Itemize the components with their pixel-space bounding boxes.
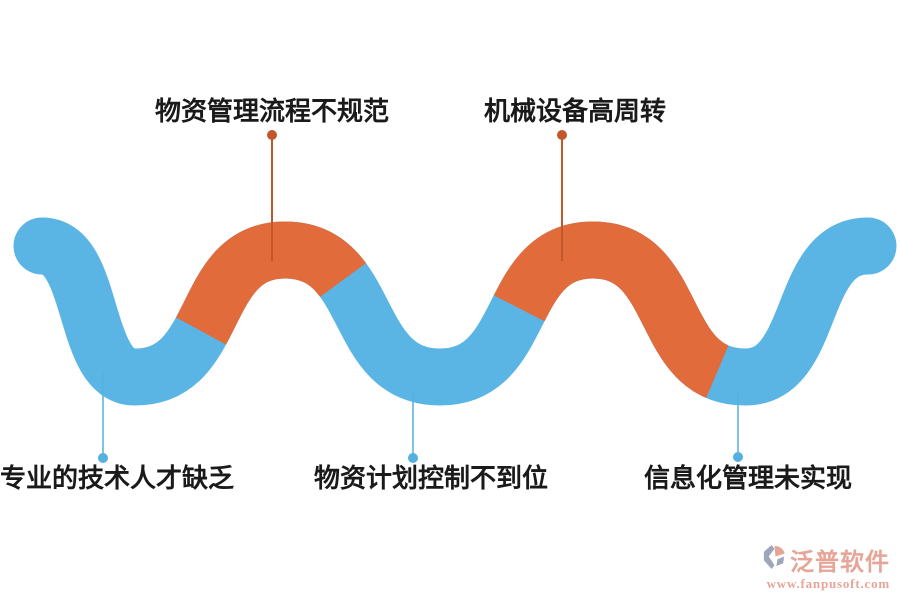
label-equipment-turnover: 机械设备高周转 [483,96,667,126]
connector-dot-talent-shortage [98,453,108,463]
brand-logo-icon-svg [763,544,785,569]
label-it-management: 信息化管理未实现 [643,463,853,493]
wave-ribbon-base [13,217,897,406]
label-material-process: 物资管理流程不规范 [154,96,390,126]
label-talent-shortage: 专业的技术人才缺乏 [0,463,235,493]
connector-dot-equipment-turnover [557,130,567,140]
brand-name: 泛普软件 [790,549,890,576]
connector-group [98,130,743,463]
connector-dot-material-plan [408,453,418,463]
brand-logo-icon [762,544,787,576]
brand-watermark: 泛普软件 www.fanpusoft.com [762,542,890,592]
label-material-plan: 物资计划控制不到位 [313,463,549,493]
brand-url: www.fanpusoft.com [766,576,890,591]
connector-dot-material-process [267,130,277,140]
connector-dot-it-management [733,452,743,462]
